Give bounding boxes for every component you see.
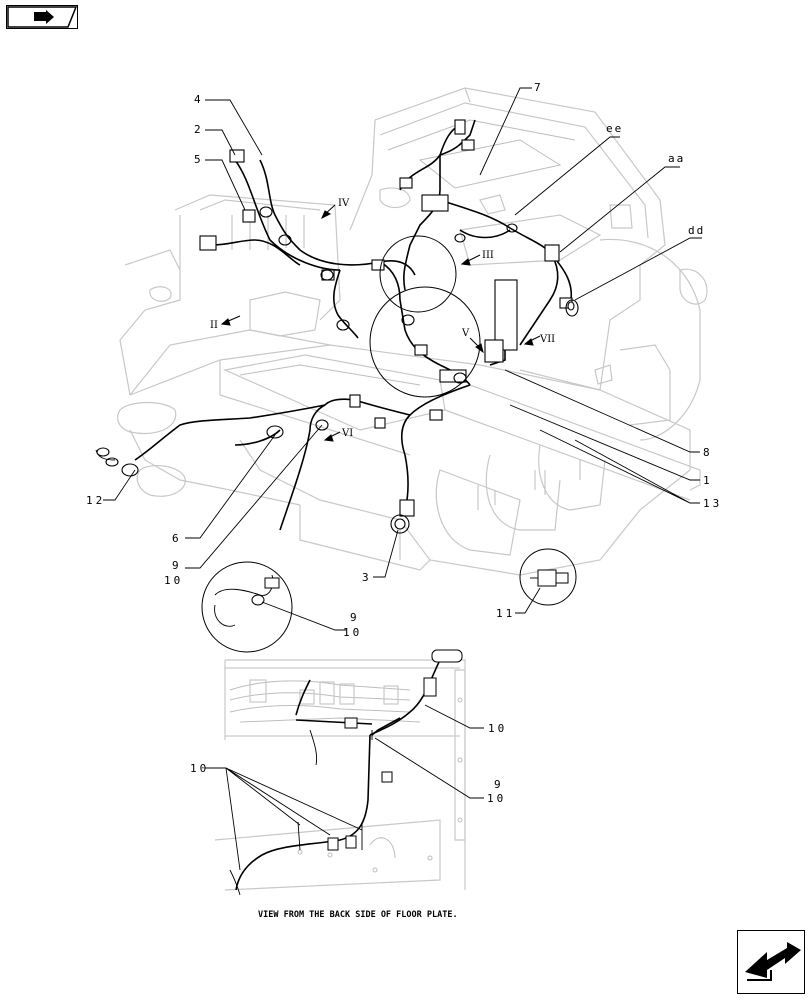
detail-view-floor-plate <box>214 649 466 896</box>
callout-1: 1 <box>703 474 710 487</box>
detail-circles <box>201 235 577 653</box>
view-marker-v: V <box>461 328 470 339</box>
view-markers: IV III II V VII VI <box>210 198 555 439</box>
callout-2: 2 <box>194 123 201 136</box>
back-arrow-icon <box>7 6 78 28</box>
callout-10-inset-left: 10 <box>190 762 209 775</box>
callout-8: 8 <box>703 446 710 459</box>
callout-13: 13 <box>703 497 722 510</box>
detail-view-caption: VIEW FROM THE BACK SIDE OF FLOOR PLATE. <box>258 910 458 920</box>
callout-11: 11 <box>496 607 515 620</box>
view-marker-vii: VII <box>539 334 555 345</box>
harness-connectors <box>199 119 573 517</box>
prev-page-button[interactable] <box>6 5 78 29</box>
grommet-rings <box>96 206 579 534</box>
callout-9: 9 <box>172 559 179 572</box>
callout-4: 4 <box>194 93 201 106</box>
view-marker-iv: IV <box>338 198 350 209</box>
callout-ee: ee <box>606 122 623 135</box>
callout-12: 12 <box>86 494 105 507</box>
callout-6: 6 <box>172 532 179 545</box>
machine-frame-outline <box>117 87 708 576</box>
callout-10-inset-right: 10 <box>488 722 507 735</box>
callout-7: 7 <box>534 81 541 94</box>
callout-10: 10 <box>164 574 183 587</box>
callout-aa: aa <box>668 152 685 165</box>
callout-labels: 4 2 5 7 ee aa dd 8 1 13 12 6 9 10 3 11 9… <box>86 81 722 805</box>
view-marker-ii: II <box>210 320 218 331</box>
view-marker-iii: III <box>482 250 494 261</box>
callout-10-inset-lower: 10 <box>487 792 506 805</box>
callout-9-detail: 9 <box>350 611 357 624</box>
detail-leader-lines <box>205 704 484 871</box>
callout-3: 3 <box>362 571 369 584</box>
callout-dd: dd <box>688 224 705 237</box>
view-marker-vi: VI <box>341 428 353 439</box>
callout-9-inset: 9 <box>494 778 501 791</box>
leader-lines <box>103 87 702 631</box>
callout-5: 5 <box>194 153 201 166</box>
component-connectors <box>394 301 575 530</box>
forward-arrow-icon <box>745 942 801 981</box>
next-page-button[interactable] <box>737 930 805 994</box>
view-arrows <box>220 204 541 442</box>
callout-10-detail: 10 <box>343 626 362 639</box>
